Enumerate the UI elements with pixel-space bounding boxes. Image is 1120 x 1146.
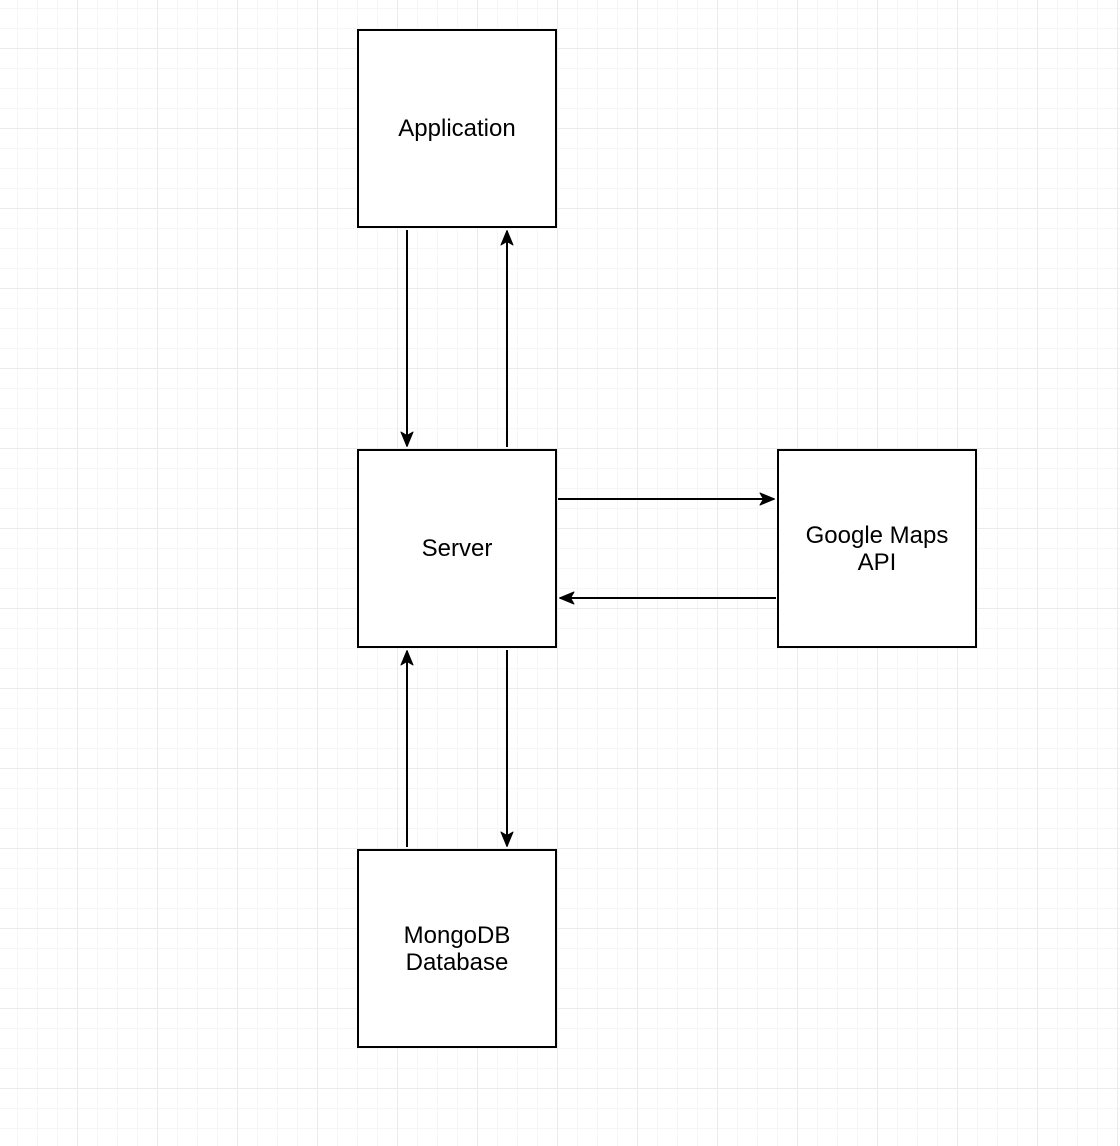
node-mongodb-database-label: MongoDB Database bbox=[403, 921, 511, 976]
node-server[interactable]: Server bbox=[357, 449, 557, 648]
node-google-maps-api[interactable]: Google Maps API bbox=[777, 449, 977, 648]
node-application-label: Application bbox=[398, 115, 516, 142]
node-application[interactable]: Application bbox=[357, 29, 557, 228]
node-google-maps-api-label: Google Maps API bbox=[805, 521, 949, 576]
node-server-label: Server bbox=[421, 535, 493, 562]
node-mongodb-database[interactable]: MongoDB Database bbox=[357, 849, 557, 1048]
